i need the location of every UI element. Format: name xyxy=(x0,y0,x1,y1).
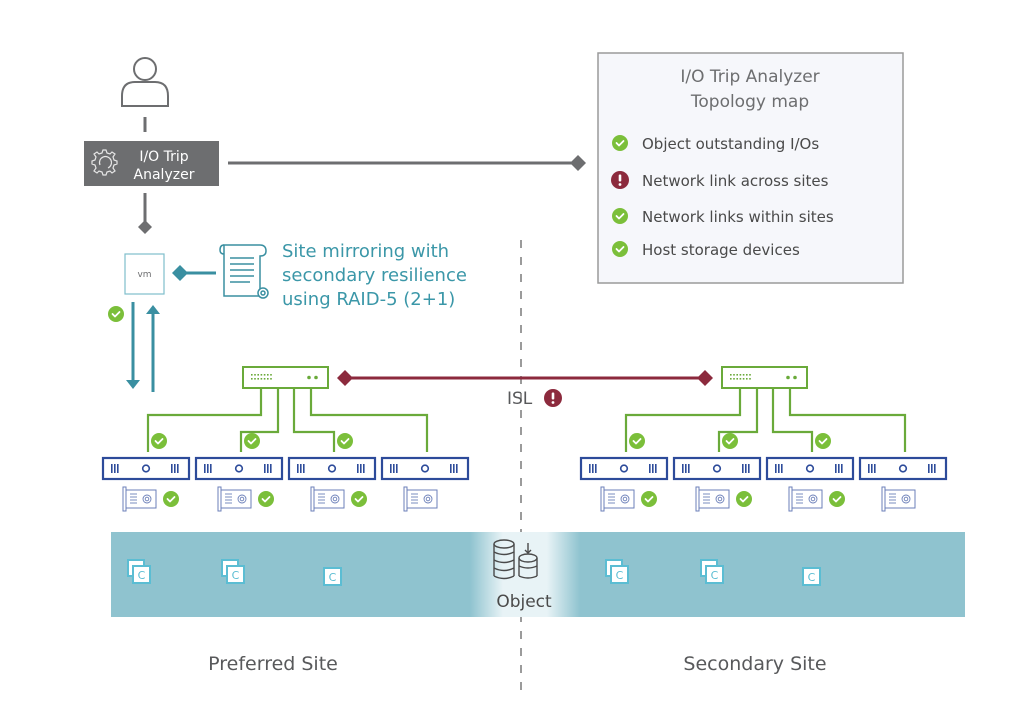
legend-ok-icon xyxy=(612,241,628,257)
vm-label: vm xyxy=(137,270,151,280)
storage-device-icon[interactable] xyxy=(600,486,635,512)
vm-io-status-ok-icon xyxy=(108,306,124,322)
host-server[interactable] xyxy=(579,456,669,481)
device-ok-icon xyxy=(351,491,367,507)
legend-item-label: Object outstanding I/Os xyxy=(642,135,819,153)
isl-error-icon xyxy=(544,389,562,407)
analyzer-label-line2: Analyzer xyxy=(134,167,195,183)
object-band xyxy=(111,532,965,617)
component-label: C xyxy=(616,569,624,582)
legend-item: Object outstanding I/Os xyxy=(612,135,819,153)
host-network-link[interactable] xyxy=(717,389,759,452)
host-network-link[interactable] xyxy=(239,389,280,452)
legend-ok-icon xyxy=(612,135,628,151)
storage-device-icon[interactable] xyxy=(310,486,345,512)
host-server[interactable] xyxy=(194,456,284,481)
host-server[interactable] xyxy=(101,456,191,481)
object-component[interactable]: C xyxy=(605,559,629,584)
legend-item: Network links within sites xyxy=(612,208,834,226)
link-ok-icon xyxy=(629,433,645,449)
host-network-link[interactable] xyxy=(624,389,742,452)
device-ok-icon xyxy=(829,491,845,507)
link-ok-icon xyxy=(815,433,831,449)
gear-icon xyxy=(91,149,118,176)
storage-device-icon[interactable] xyxy=(695,486,730,512)
preferred-site-label: Preferred Site xyxy=(208,653,338,675)
host-server[interactable] xyxy=(858,456,948,481)
vm-io-ok-icon xyxy=(108,306,124,322)
host-network-link[interactable] xyxy=(309,389,429,452)
policy-document-icon xyxy=(219,244,269,299)
object-component[interactable]: C xyxy=(802,567,821,586)
link-ok-icon xyxy=(337,433,353,449)
object-component[interactable]: C xyxy=(700,559,724,584)
legend-ok-icon xyxy=(612,208,628,224)
storage-device-icon[interactable] xyxy=(403,486,438,512)
isl-link[interactable] xyxy=(337,370,713,386)
device-ok-icon xyxy=(641,491,657,507)
legend-item: Network link across sites xyxy=(611,171,829,190)
secondary-site-label: Secondary Site xyxy=(683,653,826,675)
object-component[interactable]: C xyxy=(221,559,245,584)
isl-label: ISL xyxy=(507,389,533,409)
policy-line3: using RAID-5 (2+1) xyxy=(282,289,455,310)
component-label: C xyxy=(232,569,240,582)
host-network-link[interactable] xyxy=(771,389,814,452)
network-switch[interactable] xyxy=(721,366,808,389)
object-component[interactable]: C xyxy=(323,567,342,586)
io-trip-analyzer-button[interactable]: I/O Trip Analyzer xyxy=(84,141,219,186)
policy-line2: secondary resilience xyxy=(282,265,467,286)
object-label: Object xyxy=(496,592,552,612)
legend-item-label: Network link across sites xyxy=(642,172,829,190)
host-server[interactable] xyxy=(765,456,855,481)
vm-io-arrows xyxy=(126,302,160,392)
network-switch[interactable] xyxy=(242,366,329,389)
isl-error-icon xyxy=(544,389,562,407)
user-icon xyxy=(121,57,169,107)
analyzer-legend-link xyxy=(228,155,586,171)
analyzer-vm-link xyxy=(138,193,152,234)
host-network-link[interactable] xyxy=(146,389,263,452)
component-label: C xyxy=(329,571,337,584)
host-server[interactable] xyxy=(380,456,470,481)
legend-title-line1: I/O Trip Analyzer xyxy=(680,67,819,87)
component-label: C xyxy=(138,569,146,582)
policy-line1: Site mirroring with xyxy=(282,241,449,262)
vm-node[interactable]: vm xyxy=(124,253,165,295)
storage-device-icon[interactable] xyxy=(122,486,157,512)
legend-item-label: Host storage devices xyxy=(642,241,800,259)
storage-device-icon[interactable] xyxy=(788,486,823,512)
host-network-link[interactable] xyxy=(292,389,336,452)
legend-item: Host storage devices xyxy=(612,241,800,259)
storage-device-icon[interactable] xyxy=(217,486,252,512)
link-ok-icon xyxy=(722,433,738,449)
analyzer-label-line1: I/O Trip xyxy=(139,149,188,165)
legend-panel: I/O Trip Analyzer Topology map Object ou… xyxy=(597,52,904,284)
device-ok-icon xyxy=(163,491,179,507)
policy-vm-link xyxy=(172,265,216,281)
host-network-link[interactable] xyxy=(788,389,907,452)
object-storage-icon xyxy=(493,539,538,580)
component-label: C xyxy=(808,571,816,584)
device-ok-icon xyxy=(258,491,274,507)
object-component[interactable]: C xyxy=(127,559,151,584)
host-server[interactable] xyxy=(287,456,377,481)
legend-error-icon xyxy=(611,171,629,189)
legend-item-label: Network links within sites xyxy=(642,208,834,226)
storage-device-icon[interactable] xyxy=(881,486,916,512)
host-server[interactable] xyxy=(672,456,762,481)
link-ok-icon xyxy=(244,433,260,449)
device-ok-icon xyxy=(736,491,752,507)
link-ok-icon xyxy=(151,433,167,449)
legend-title-line2: Topology map xyxy=(690,92,809,112)
component-label: C xyxy=(711,569,719,582)
